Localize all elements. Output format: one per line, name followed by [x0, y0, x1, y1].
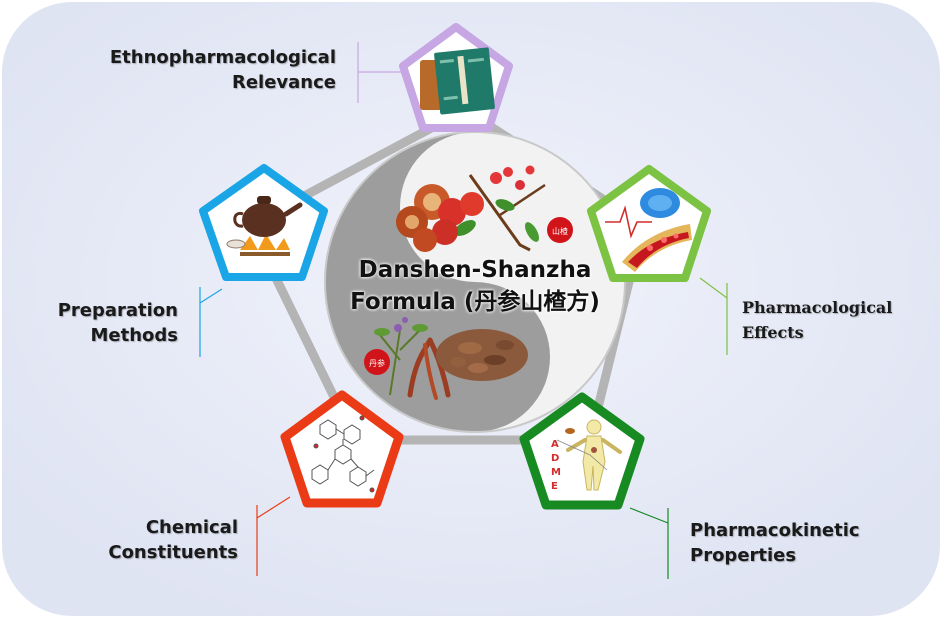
label-line: Relevance — [231, 72, 336, 93]
center-title-line1: Danshen-Shanzha — [358, 257, 592, 283]
adme-letter-a: A — [551, 439, 559, 450]
teapot-icon — [226, 196, 303, 256]
label-pharmacokinetic-properties: Pharmacokinetic Properties — [690, 518, 860, 568]
danshen-seal — [364, 349, 390, 375]
molecule-icon — [311, 415, 375, 493]
node-ethnopharmacological-relevance — [399, 23, 513, 132]
ancient-book-icon — [420, 47, 495, 115]
center-title-line2: Formula (丹参山楂方) — [350, 289, 600, 315]
adme-letter-e: E — [551, 481, 558, 492]
shanzha-seal — [547, 217, 573, 243]
adme-letter-m: M — [551, 467, 561, 478]
label-line: Pharmacokinetic — [690, 520, 860, 541]
brain-heart-icon — [605, 188, 692, 272]
shanzha-seal-text: 山楂 — [552, 226, 568, 236]
label-line: Ethnopharmacological — [109, 47, 336, 68]
node-pharmacological-effects — [587, 165, 711, 282]
label-preparation-methods: Preparation Methods — [58, 298, 178, 348]
label-line: Preparation — [57, 300, 178, 321]
center-title: Danshen-Shanzha Formula (丹参山楂方) — [330, 254, 620, 318]
node-pharmacokinetic-properties: A D M E — [519, 392, 645, 510]
adme-letter-d: D — [551, 453, 559, 464]
label-chemical-constituents: Chemical Constituents — [108, 515, 238, 565]
label-ethnopharmacological-relevance: Ethnopharmacological Relevance — [110, 45, 336, 95]
node-preparation-methods — [199, 164, 328, 281]
human-body-icon — [556, 419, 622, 491]
label-line: Constituents — [108, 542, 238, 563]
hawthorn-fruit-icon — [396, 165, 546, 252]
label-line: Methods — [90, 325, 178, 346]
label-line: Chemical — [145, 517, 238, 538]
leader-lines — [199, 42, 728, 579]
label-line: Pharmacological — [742, 298, 893, 317]
label-line: Effects — [742, 323, 804, 342]
adme-letters: A D M E — [551, 439, 561, 492]
danshen-root-icon — [374, 317, 528, 400]
label-line: Properties — [690, 545, 797, 566]
label-pharmacological-effects: Pharmacological Effects — [742, 295, 892, 345]
danshen-seal-text: 丹参 — [369, 358, 385, 368]
node-chemical-constituents — [280, 390, 404, 508]
